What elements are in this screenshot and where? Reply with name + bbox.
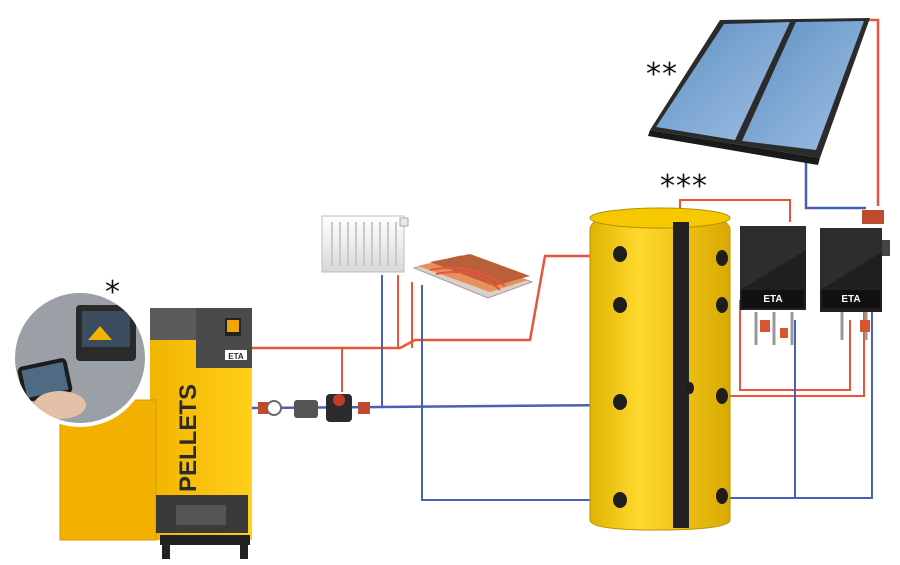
boiler-label: PELLETS <box>175 384 202 492</box>
station-hot-pipe <box>679 199 791 222</box>
hot-pipe-boiler-supply <box>252 254 590 350</box>
station-brand-1: ETA <box>763 294 782 305</box>
control-inset <box>11 289 149 427</box>
radiator <box>321 215 409 273</box>
solar-station: ETA <box>820 210 890 340</box>
solar-collector-marker: ** <box>646 57 678 92</box>
buffer-tank-marker: *** <box>660 169 708 204</box>
solar-return-to-tank <box>725 300 873 499</box>
buffer-tank <box>589 207 731 531</box>
underfloor-heating <box>412 254 534 299</box>
solar-collector <box>648 18 870 165</box>
boiler-brand: ETA <box>228 352 244 361</box>
solar-hot-pipe <box>868 18 880 206</box>
station-brand-2: ETA <box>841 294 860 305</box>
solar-cold-pipe <box>804 160 866 210</box>
pump-group <box>258 394 370 422</box>
cold-pipe-floor-drop <box>421 285 620 501</box>
fresh-water-station: ETA <box>740 226 806 345</box>
boiler-marker: * <box>105 275 121 310</box>
pellet-boiler: ETA PELLETS <box>59 308 252 559</box>
